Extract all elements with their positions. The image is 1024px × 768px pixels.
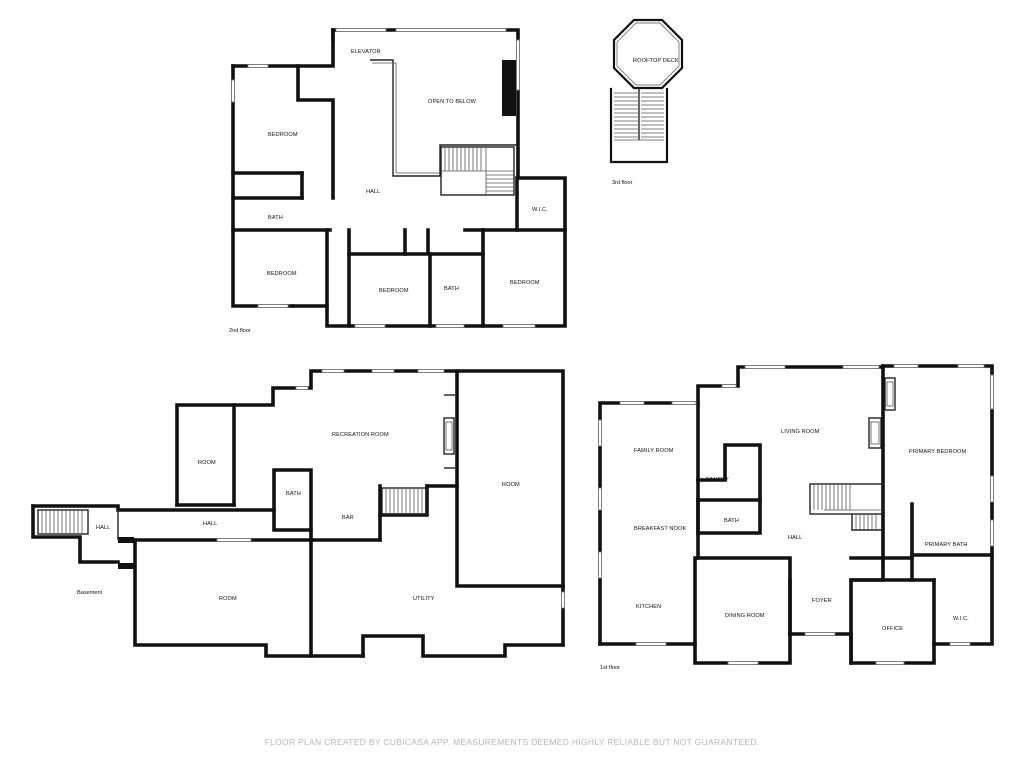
room-hall-label: HALL [203,521,217,527]
basement-room-labels: RECREATION ROOM ROOM BATH BAR ROOM HALL … [96,432,520,602]
room-bedroom-sw-label: BEDROOM [267,271,297,277]
open-to-below-outline [370,59,517,177]
basement-fireplace [443,394,455,469]
basement-stub-marker-2 [118,537,134,543]
third-floor-label: 3rd floor [612,180,633,186]
room-wic-label: W.I.C. [953,616,969,622]
room-office-label: OFFICE [882,626,903,632]
basement-windows [216,369,565,609]
first-floor-fireplaces [868,377,896,449]
room-bar-label: BAR [342,515,354,521]
second-floor-windows [231,28,536,328]
third-floor-stairwell [609,87,669,164]
room-pantry-label: PANTRY [706,477,729,483]
room-primary-bedroom-label: PRIMARY BEDROOM [909,449,966,455]
room-breakfast-nook-label: BREAKFAST NOOK [634,526,686,532]
basement-walls [31,369,565,658]
room-living-room-label: LIVING ROOM [781,429,820,435]
room-bath-label: BATH [724,518,739,524]
room-hall-w-label: HALL [96,525,110,531]
room-family-room-label: FAMILY ROOM [634,448,674,454]
room-hall-label: HALL [366,189,380,195]
basement-stub-marker [118,563,134,569]
room-wic-label: W.I.C. [532,207,548,213]
room-bedroom-e-label: BEDROOM [510,280,540,286]
second-floor-plan: ELEVATOR OPEN TO BELOW BEDROOM HALL BATH… [229,28,567,334]
footer-disclaimer: FLOOR PLAN CREATED BY CUBICASA APP. MEAS… [265,737,760,747]
second-floor-stairs [440,146,515,196]
basement-plan: RECREATION ROOM ROOM BATH BAR ROOM HALL … [31,369,565,658]
basement-stairs [37,487,427,540]
first-floor-label: 1st floor [600,665,620,671]
room-bath-mid-label: BATH [444,286,459,292]
room-dining-room-label: DINING ROOM [725,613,765,619]
first-floor-plan: FAMILY ROOM LIVING ROOM PRIMARY BEDROOM … [598,364,994,671]
elevator-shaft-marker [502,60,516,116]
room-primary-bath-label: PRIMARY BATH [925,542,968,548]
room-elevator-label: ELEVATOR [351,49,381,55]
third-floor-plan: ROOFTOP DECK 3rd floor [609,18,684,186]
room-e-label: ROOM [502,482,520,488]
room-kitchen-label: KITCHEN [636,604,661,610]
basement-floor-label: Basement [77,590,103,596]
first-floor-stairs [809,483,883,531]
room-bath-label: BATH [286,491,301,497]
room-s-label: ROOM [219,596,237,602]
room-utility-label: UTILITY [413,596,435,602]
room-foyer-label: FOYER [812,598,832,604]
rooftop-deck-octagon [612,18,684,90]
room-open-to-below-label: OPEN TO BELOW [428,99,477,105]
second-floor-label: 2nd floor [229,328,251,334]
second-floor-room-labels: ELEVATOR OPEN TO BELOW BEDROOM HALL BATH… [267,49,548,294]
room-bath-w-label: BATH [268,215,283,221]
first-floor-room-labels: FAMILY ROOM LIVING ROOM PRIMARY BEDROOM … [634,429,969,632]
room-nw-label: ROOM [198,460,216,466]
room-rooftop-deck-label: ROOFTOP DECK [633,58,679,64]
first-floor-walls [598,364,994,665]
first-floor-windows [598,364,994,665]
room-hall-label: HALL [788,535,802,541]
room-bedroom-mid-label: BEDROOM [379,288,409,294]
room-recreation-room-label: RECREATION ROOM [332,432,389,438]
room-bedroom-nw-label: BEDROOM [268,132,298,138]
